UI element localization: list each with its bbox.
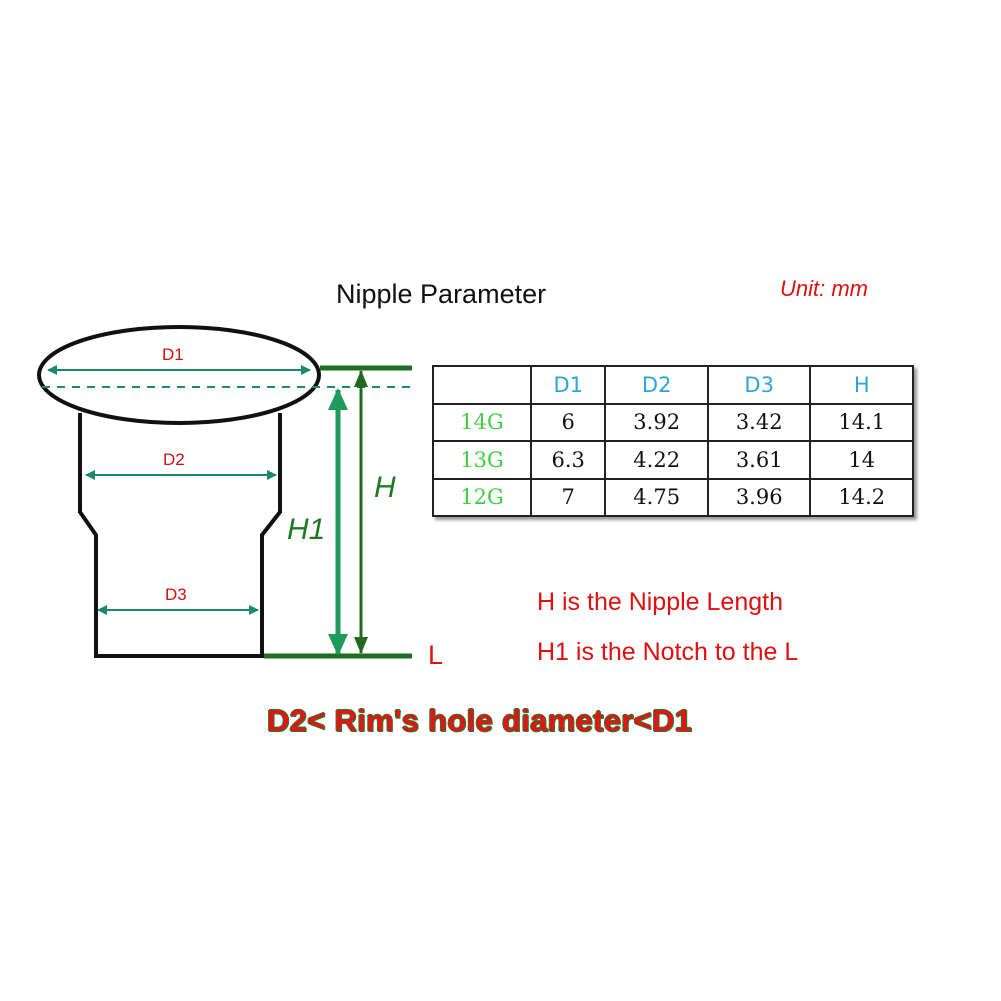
table-cell: 3.42 (706, 402, 812, 442)
table-header-cell: D3 (706, 365, 812, 405)
table-cell: 3.61 (706, 440, 812, 480)
nipple-body (78, 413, 282, 658)
table-cell: 3.92 (604, 402, 709, 442)
table-header-cell: D2 (604, 365, 709, 405)
d2-label: D2 (163, 450, 185, 469)
gauge-cell: 12G (432, 477, 532, 517)
h1-label: H1 (287, 513, 326, 546)
unit-label: Unit: mm (780, 276, 868, 301)
table-header-cell (432, 365, 532, 405)
gauge-cell: 14G (432, 402, 532, 442)
table-header-row: D1 D2 D3 H (432, 365, 914, 405)
table-cell: 4.75 (604, 477, 709, 517)
table-header-cell: H (809, 365, 914, 405)
table-cell: 14 (809, 440, 914, 480)
table-cell: 4.22 (604, 440, 709, 480)
page-title: Nipple Parameter (336, 279, 547, 309)
nipple-head (37, 325, 321, 425)
table-cell: 14.1 (809, 402, 914, 442)
h-label: H (374, 471, 396, 504)
table-cell: 6.3 (529, 440, 607, 480)
gauge-cell: 13G (432, 440, 532, 480)
table-row: 14G 6 3.92 3.42 14.1 (432, 402, 914, 442)
table-cell: 3.96 (706, 477, 812, 517)
table-cell: 6 (529, 402, 607, 442)
rim-hole-rule: D2< Rim's hole diameter<D1 (267, 703, 693, 738)
note-nipple-length: H is the Nipple Length (537, 588, 783, 616)
note-notch: H1 is the Notch to the L (537, 638, 799, 666)
table-row: 13G 6.3 4.22 3.61 14 (432, 440, 914, 480)
d3-label: D3 (165, 585, 187, 604)
d1-label: D1 (162, 345, 184, 364)
table-cell: 14.2 (809, 477, 914, 517)
parameter-table: D1 D2 D3 H 14G 6 3.92 3.42 14.1 13G 6.3 … (432, 365, 914, 517)
table-header-cell: D1 (529, 365, 607, 405)
table-cell: 7 (529, 477, 607, 517)
l-label: L (428, 640, 444, 670)
table-row: 12G 7 4.75 3.96 14.2 (432, 477, 914, 517)
